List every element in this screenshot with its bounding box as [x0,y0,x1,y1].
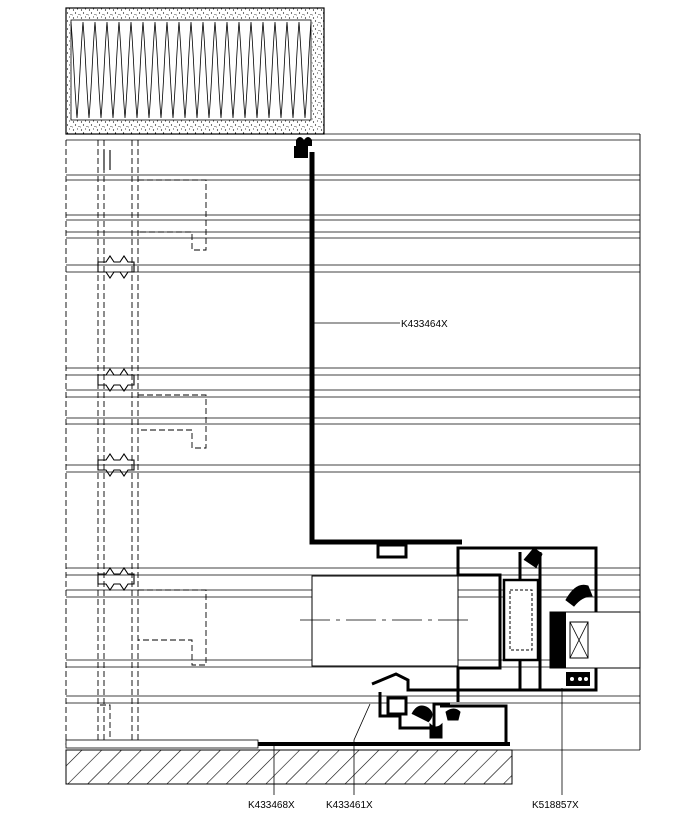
main-profile [294,137,462,559]
label-k518857x: K518857X [532,800,579,811]
sill-profiles [371,672,508,744]
inner-block [300,575,470,667]
label-k433468x: K433468X [248,800,295,811]
label-k433461x: K433461X [326,800,373,811]
mullion-connectors [97,150,135,591]
insulation-panel [65,7,325,135]
leader-lines [273,322,563,795]
mullion-dashed [65,140,207,745]
glass-unit [549,611,641,686]
floor [65,739,640,785]
frame-profiles [456,546,598,692]
label-k433464x: K433464X [401,319,448,330]
